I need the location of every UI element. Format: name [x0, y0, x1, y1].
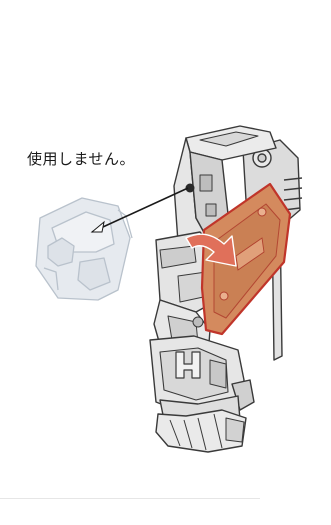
unused-part-note: 使用しません。	[27, 148, 135, 169]
ghost-head-part-icon	[36, 198, 132, 300]
footer-divider	[0, 498, 260, 499]
